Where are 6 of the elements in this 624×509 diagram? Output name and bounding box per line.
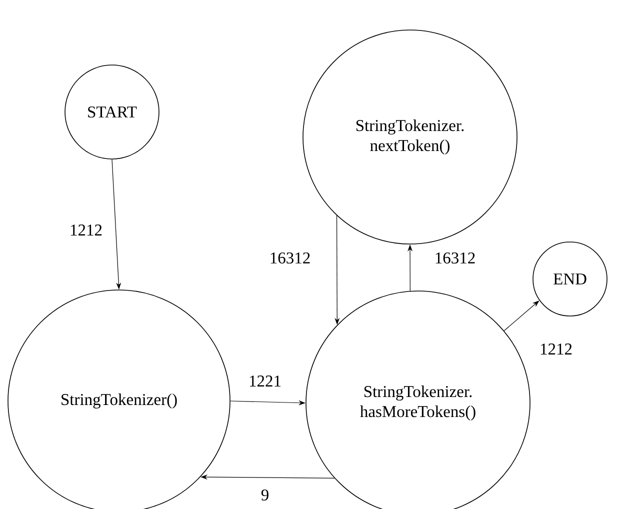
- edge-label: 1212: [538, 342, 574, 356]
- edge-label: 1221: [248, 374, 282, 388]
- edge-label: 16312: [268, 251, 312, 265]
- edge-label: 9: [260, 488, 270, 502]
- edge-label: 16312: [433, 251, 477, 265]
- edge-label: 1212: [68, 224, 104, 236]
